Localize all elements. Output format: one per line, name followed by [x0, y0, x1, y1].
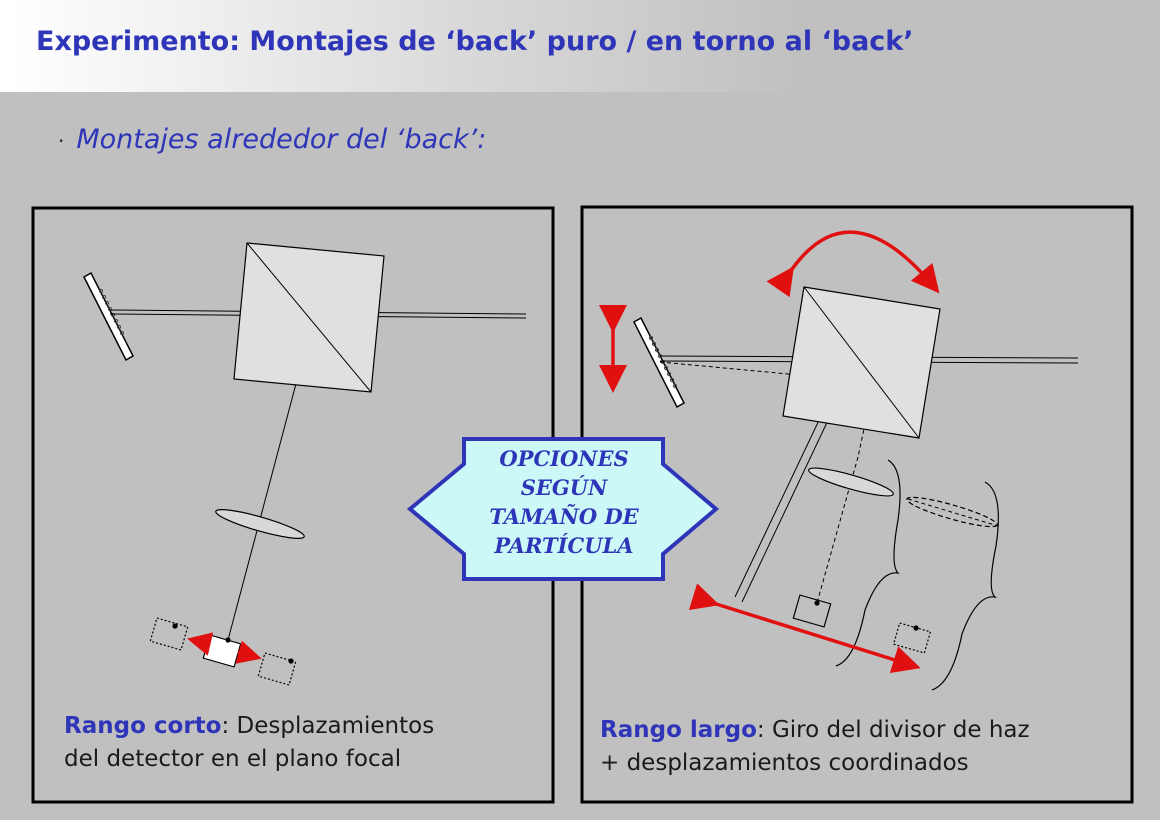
- detectors-left: [149, 617, 297, 686]
- right-caption: Rango largo: Giro del divisor de haz + d…: [600, 714, 1030, 780]
- title-bar: [0, 0, 1160, 92]
- page-title: Experimento: Montajes de ‘back’ puro / e…: [36, 26, 914, 57]
- options-label: OPCIONES SEGÚN TAMAÑO DE PARTÍCULA: [466, 444, 662, 560]
- left-caption-line-1: : Desplazamientos: [221, 713, 435, 739]
- right-caption-line-1: : Giro del divisor de haz: [756, 717, 1030, 743]
- beam-splitter-right: [782, 286, 941, 439]
- left-panel: [31, 206, 555, 804]
- beam-splitter-left: [233, 242, 385, 393]
- subtitle-text: Montajes alrededor del ‘back’:: [76, 124, 487, 155]
- rotation-arrow: [766, 230, 940, 298]
- bullet: ·: [58, 129, 65, 153]
- left-caption: Rango corto: Desplazamientos del detecto…: [64, 710, 434, 776]
- options-line-4: PARTÍCULA: [494, 533, 634, 558]
- left-caption-bold: Rango corto: [64, 713, 222, 739]
- braces: [835, 459, 999, 691]
- coordinated-shift-arrow: [688, 583, 921, 674]
- subtitle: · Montajes alrededor del ‘back’:: [58, 124, 486, 155]
- detector-shift-arrows: [187, 632, 262, 664]
- options-double-arrow: [406, 437, 720, 581]
- left-caption-line-2: del detector en el plano focal: [64, 746, 402, 772]
- right-caption-bold: Rango largo: [600, 717, 757, 743]
- grating-left: [83, 271, 134, 362]
- options-line-1: OPCIONES: [499, 446, 629, 471]
- lens-right-alt: [906, 496, 998, 528]
- options-line-2: SEGÚN: [520, 475, 608, 500]
- lens-left: [215, 509, 305, 539]
- red-arrows: [599, 230, 940, 674]
- lens-right: [808, 467, 894, 497]
- options-line-3: TAMAÑO DE: [489, 504, 639, 529]
- grating-right: [633, 316, 685, 409]
- right-caption-line-2: + desplazamientos coordinados: [600, 750, 969, 776]
